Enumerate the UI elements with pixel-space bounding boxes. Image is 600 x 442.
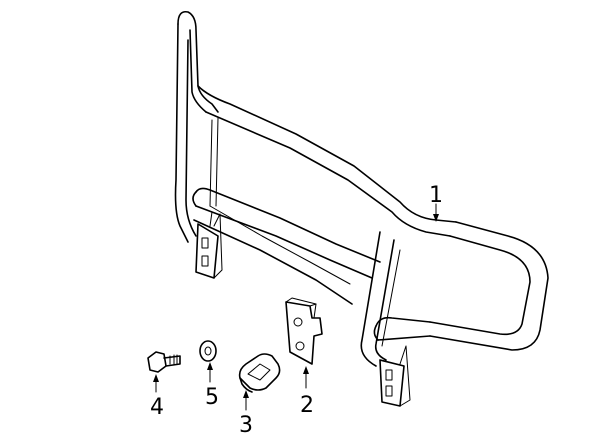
leader-arrow-5	[207, 362, 213, 383]
grille-guard	[174, 10, 549, 407]
bolt	[147, 351, 181, 373]
callout-5: 5	[205, 385, 219, 410]
callout-1: 1	[429, 183, 443, 208]
clip-nut	[238, 353, 281, 393]
callout-2: 2	[300, 393, 314, 418]
callout-3: 3	[239, 413, 253, 438]
mounting-plate	[285, 297, 323, 365]
callout-4: 4	[150, 395, 164, 420]
leader-arrow-1	[433, 203, 439, 222]
leader-arrow-2	[303, 366, 309, 389]
leader-arrow-4	[153, 374, 159, 393]
leader-arrow-3	[243, 390, 249, 411]
washer	[199, 340, 217, 362]
